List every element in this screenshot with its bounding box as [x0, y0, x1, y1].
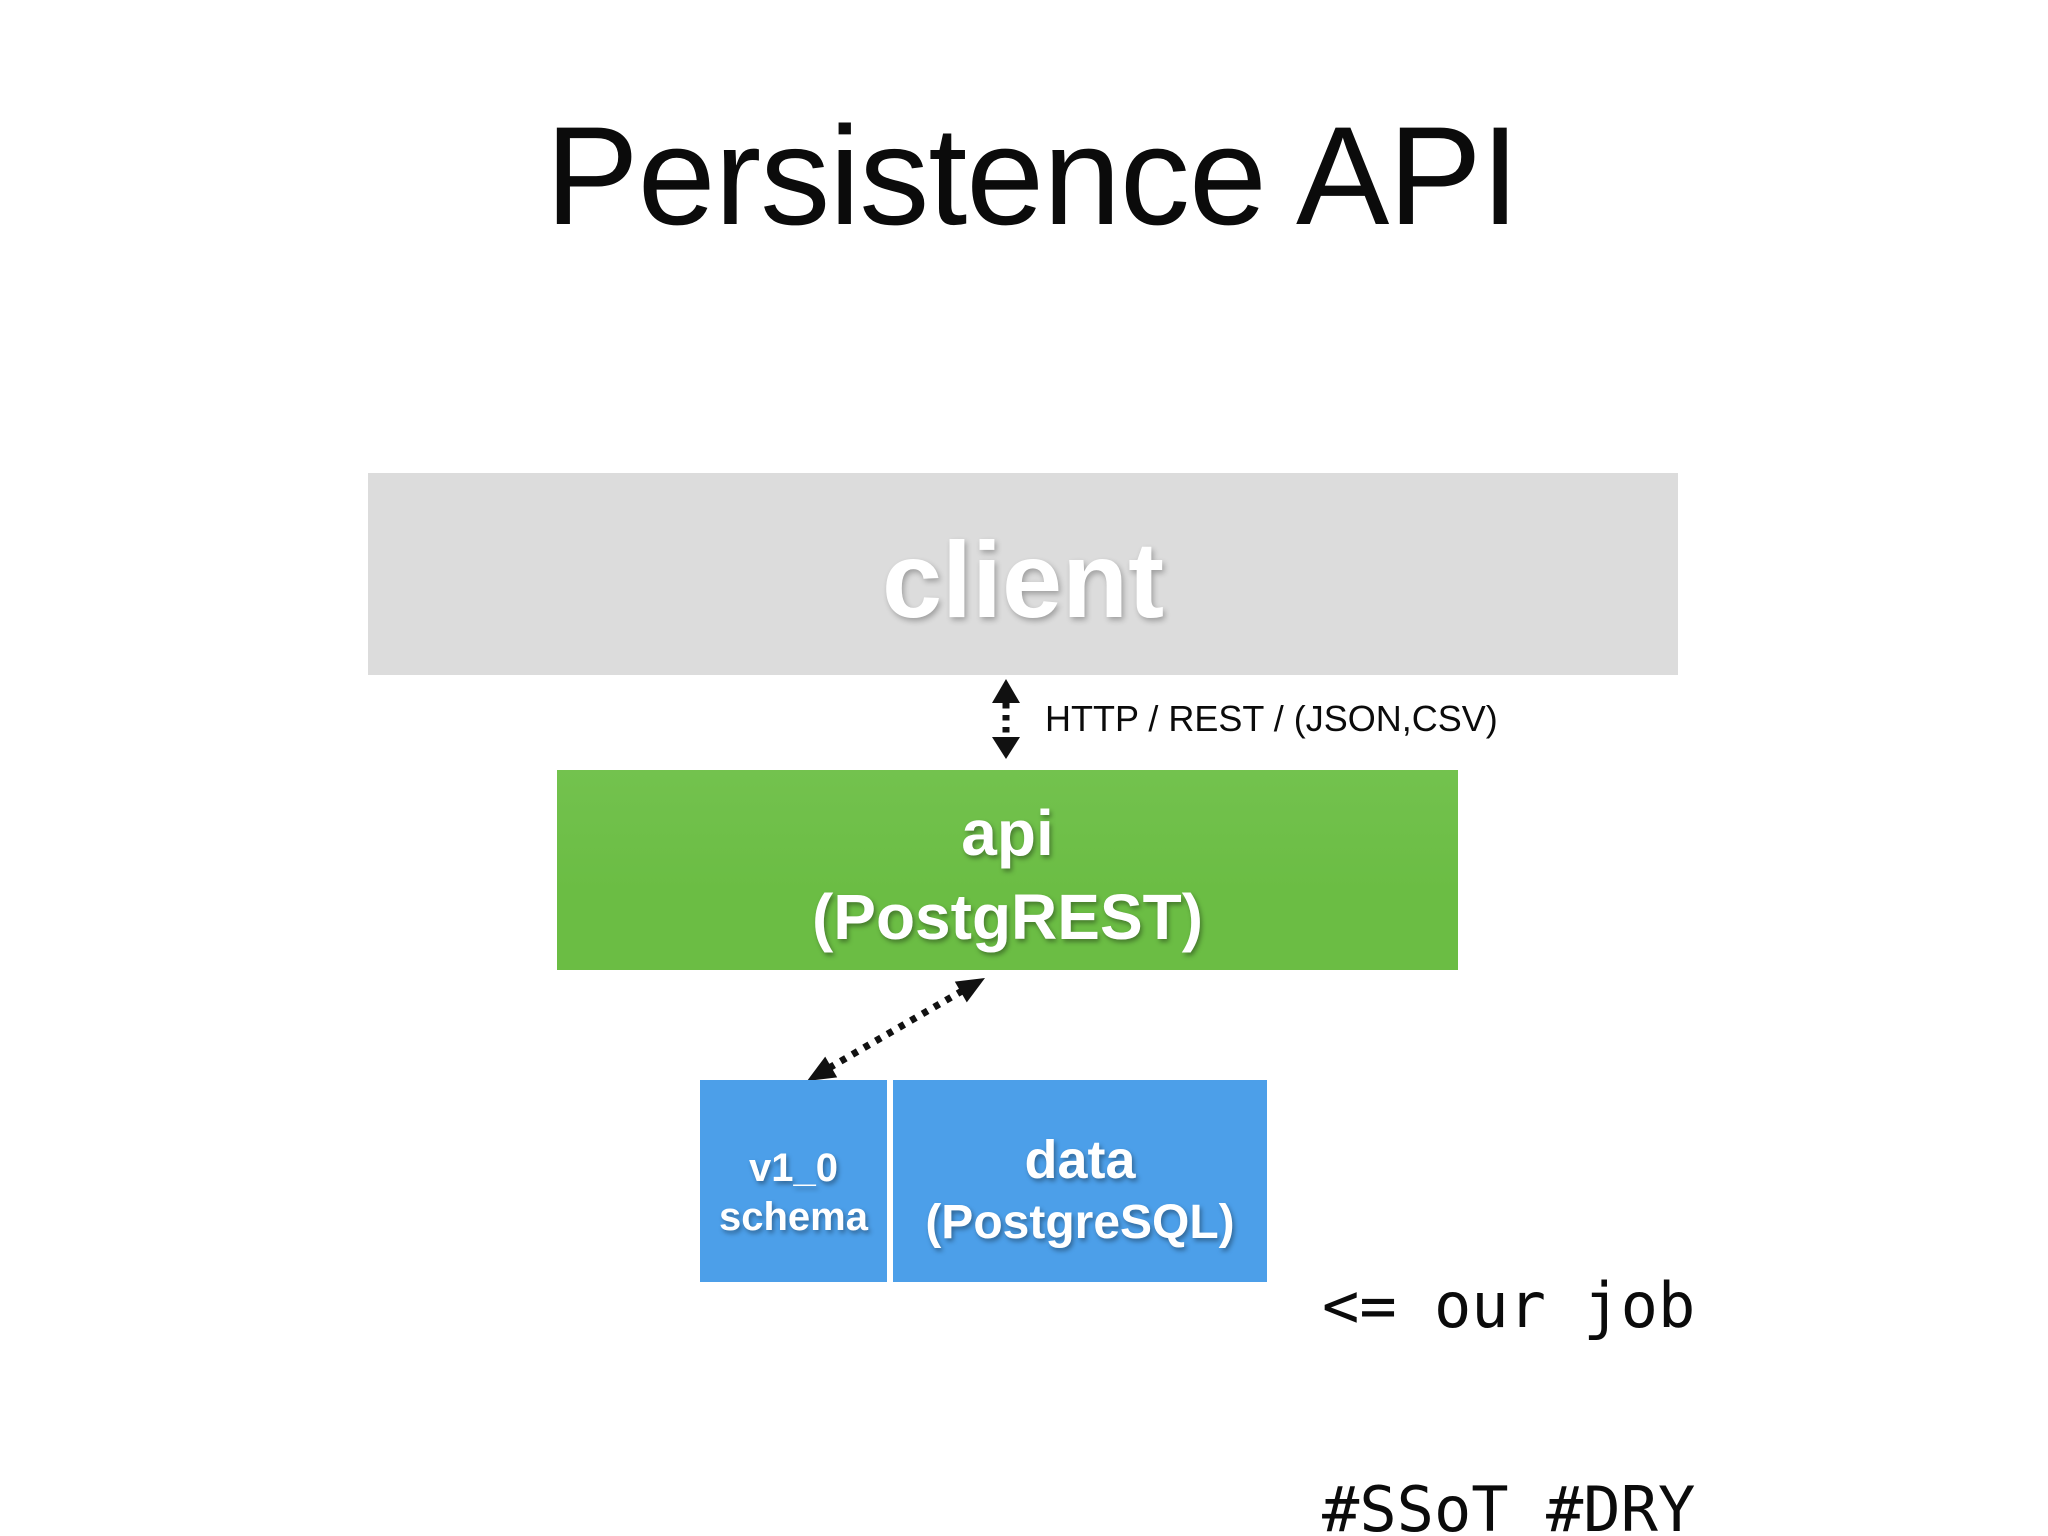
- slide-title: Persistence API: [545, 97, 1519, 254]
- api-box: api (PostgREST): [557, 770, 1458, 970]
- our-job-note-line2: #SSoT #DRY: [1322, 1473, 1696, 1536]
- data-box-label: data (PostgreSQL): [925, 1128, 1234, 1254]
- our-job-note-line1: <= our job: [1322, 1269, 1696, 1342]
- client-box-label: client: [881, 519, 1165, 640]
- protocol-label: HTTP / REST / (JSON,CSV): [1045, 698, 1498, 739]
- api-box-line2: (PostgREST): [811, 881, 1204, 953]
- data-box-line1: data: [1024, 1130, 1136, 1190]
- vertical-double-arrow-icon: [992, 679, 1020, 759]
- api-box-line1: api: [961, 797, 1054, 869]
- schema-box: v1_0 schema: [700, 1080, 887, 1282]
- our-job-note: <= our job #SSoT #DRY: [1322, 1136, 1695, 1536]
- api-box-label: api (PostgREST): [812, 791, 1203, 959]
- client-box: client: [368, 473, 1678, 675]
- data-box-line2: (PostgreSQL): [925, 1196, 1235, 1249]
- schema-box-label: v1_0 schema: [719, 1144, 868, 1242]
- schema-box-line2: schema: [719, 1195, 868, 1239]
- data-box: data (PostgreSQL): [893, 1080, 1267, 1282]
- diagonal-double-arrow-icon: [807, 978, 985, 1081]
- schema-box-line1: v1_0: [749, 1146, 838, 1190]
